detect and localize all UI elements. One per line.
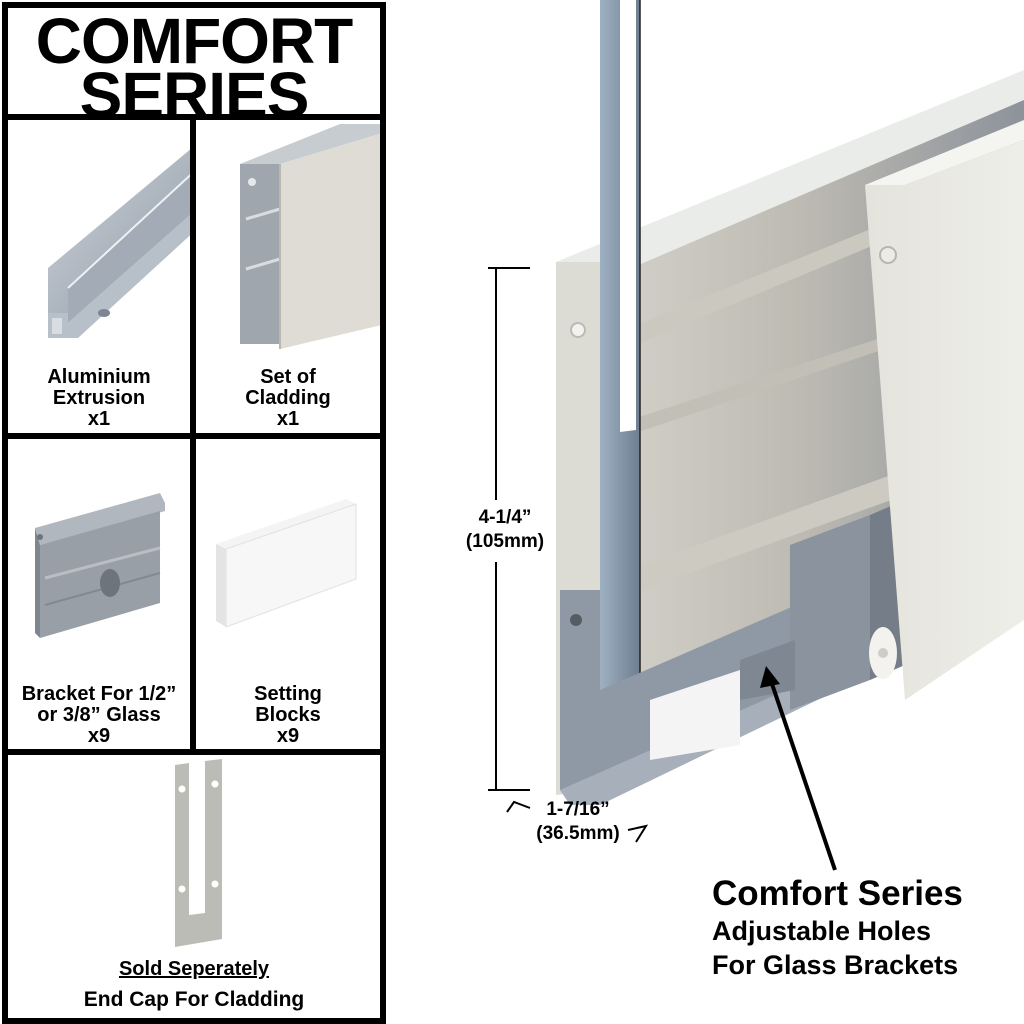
aluminium-extrusion-label: Aluminium Extrusion x1 (8, 367, 190, 430)
label-line-1: Aluminium (47, 366, 151, 388)
callout-title: Comfort Series (712, 874, 963, 913)
component-set-of-cladding: Set of Cladding x1 (190, 114, 386, 439)
callout-line-1: Adjustable Holes (712, 916, 932, 946)
quantity: x9 (87, 725, 111, 747)
quantity: x1 (87, 408, 111, 430)
height-imperial: 4-1/4” (478, 507, 532, 528)
callout-adjustable-holes: Comfort Series Adjustable Holes For Glas… (712, 874, 963, 982)
title-line-1: COMFORT (35, 5, 354, 77)
label-line-2: Blocks (255, 704, 321, 726)
glass-bracket-icon (30, 493, 170, 653)
label-line-2: or 3/8” Glass (37, 704, 161, 726)
label-line-1: Bracket For 1/2” (21, 683, 177, 705)
cross-section-diagram: 4-1/4” (105mm) 1-7/16” (36.5mm) Comfort … (400, 0, 1024, 1024)
label-line-2: Cladding (245, 387, 331, 409)
component-aluminium-extrusion: Aluminium Extrusion x1 (2, 114, 196, 439)
cladding-icon (240, 124, 380, 354)
component-setting-blocks: Setting Blocks x9 (190, 433, 386, 755)
component-bracket: Bracket For 1/2” or 3/8” Glass x9 (2, 433, 196, 755)
railing-cross-section-illustration (400, 0, 1024, 1024)
bracket-label: Bracket For 1/2” or 3/8” Glass x9 (8, 684, 190, 747)
quantity: x1 (276, 408, 300, 430)
sold-separately-note: Sold Seperately (118, 958, 270, 980)
cladding-label: Set of Cladding x1 (196, 367, 380, 430)
height-dimension-label: 4-1/4” (105mm) (440, 506, 570, 554)
callout-line-2: For Glass Brackets (712, 950, 959, 980)
quantity: x9 (276, 725, 300, 747)
setting-blocks-label: Setting Blocks x9 (196, 684, 380, 747)
components-grid: COMFORT SERIES Aluminium Extrusion (0, 0, 388, 1024)
title-box: COMFORT SERIES (2, 2, 386, 127)
end-cap-label: End Cap For Cladding (83, 988, 305, 1011)
end-cap-icon (172, 759, 228, 951)
width-imperial: 1-7/16” (546, 799, 610, 820)
aluminium-extrusion-icon (38, 138, 190, 358)
width-metric: (36.5mm) (536, 823, 620, 844)
accessory-end-cap: Sold Seperately End Cap For Cladding (2, 749, 386, 1024)
height-metric: (105mm) (465, 531, 545, 552)
width-dimension-label: 1-7/16” (36.5mm) (518, 798, 638, 846)
setting-block-icon (216, 499, 362, 639)
label-line-2: Extrusion (52, 387, 146, 409)
label-line-1: Setting (254, 683, 322, 705)
label-line-1: Set of (260, 366, 316, 388)
